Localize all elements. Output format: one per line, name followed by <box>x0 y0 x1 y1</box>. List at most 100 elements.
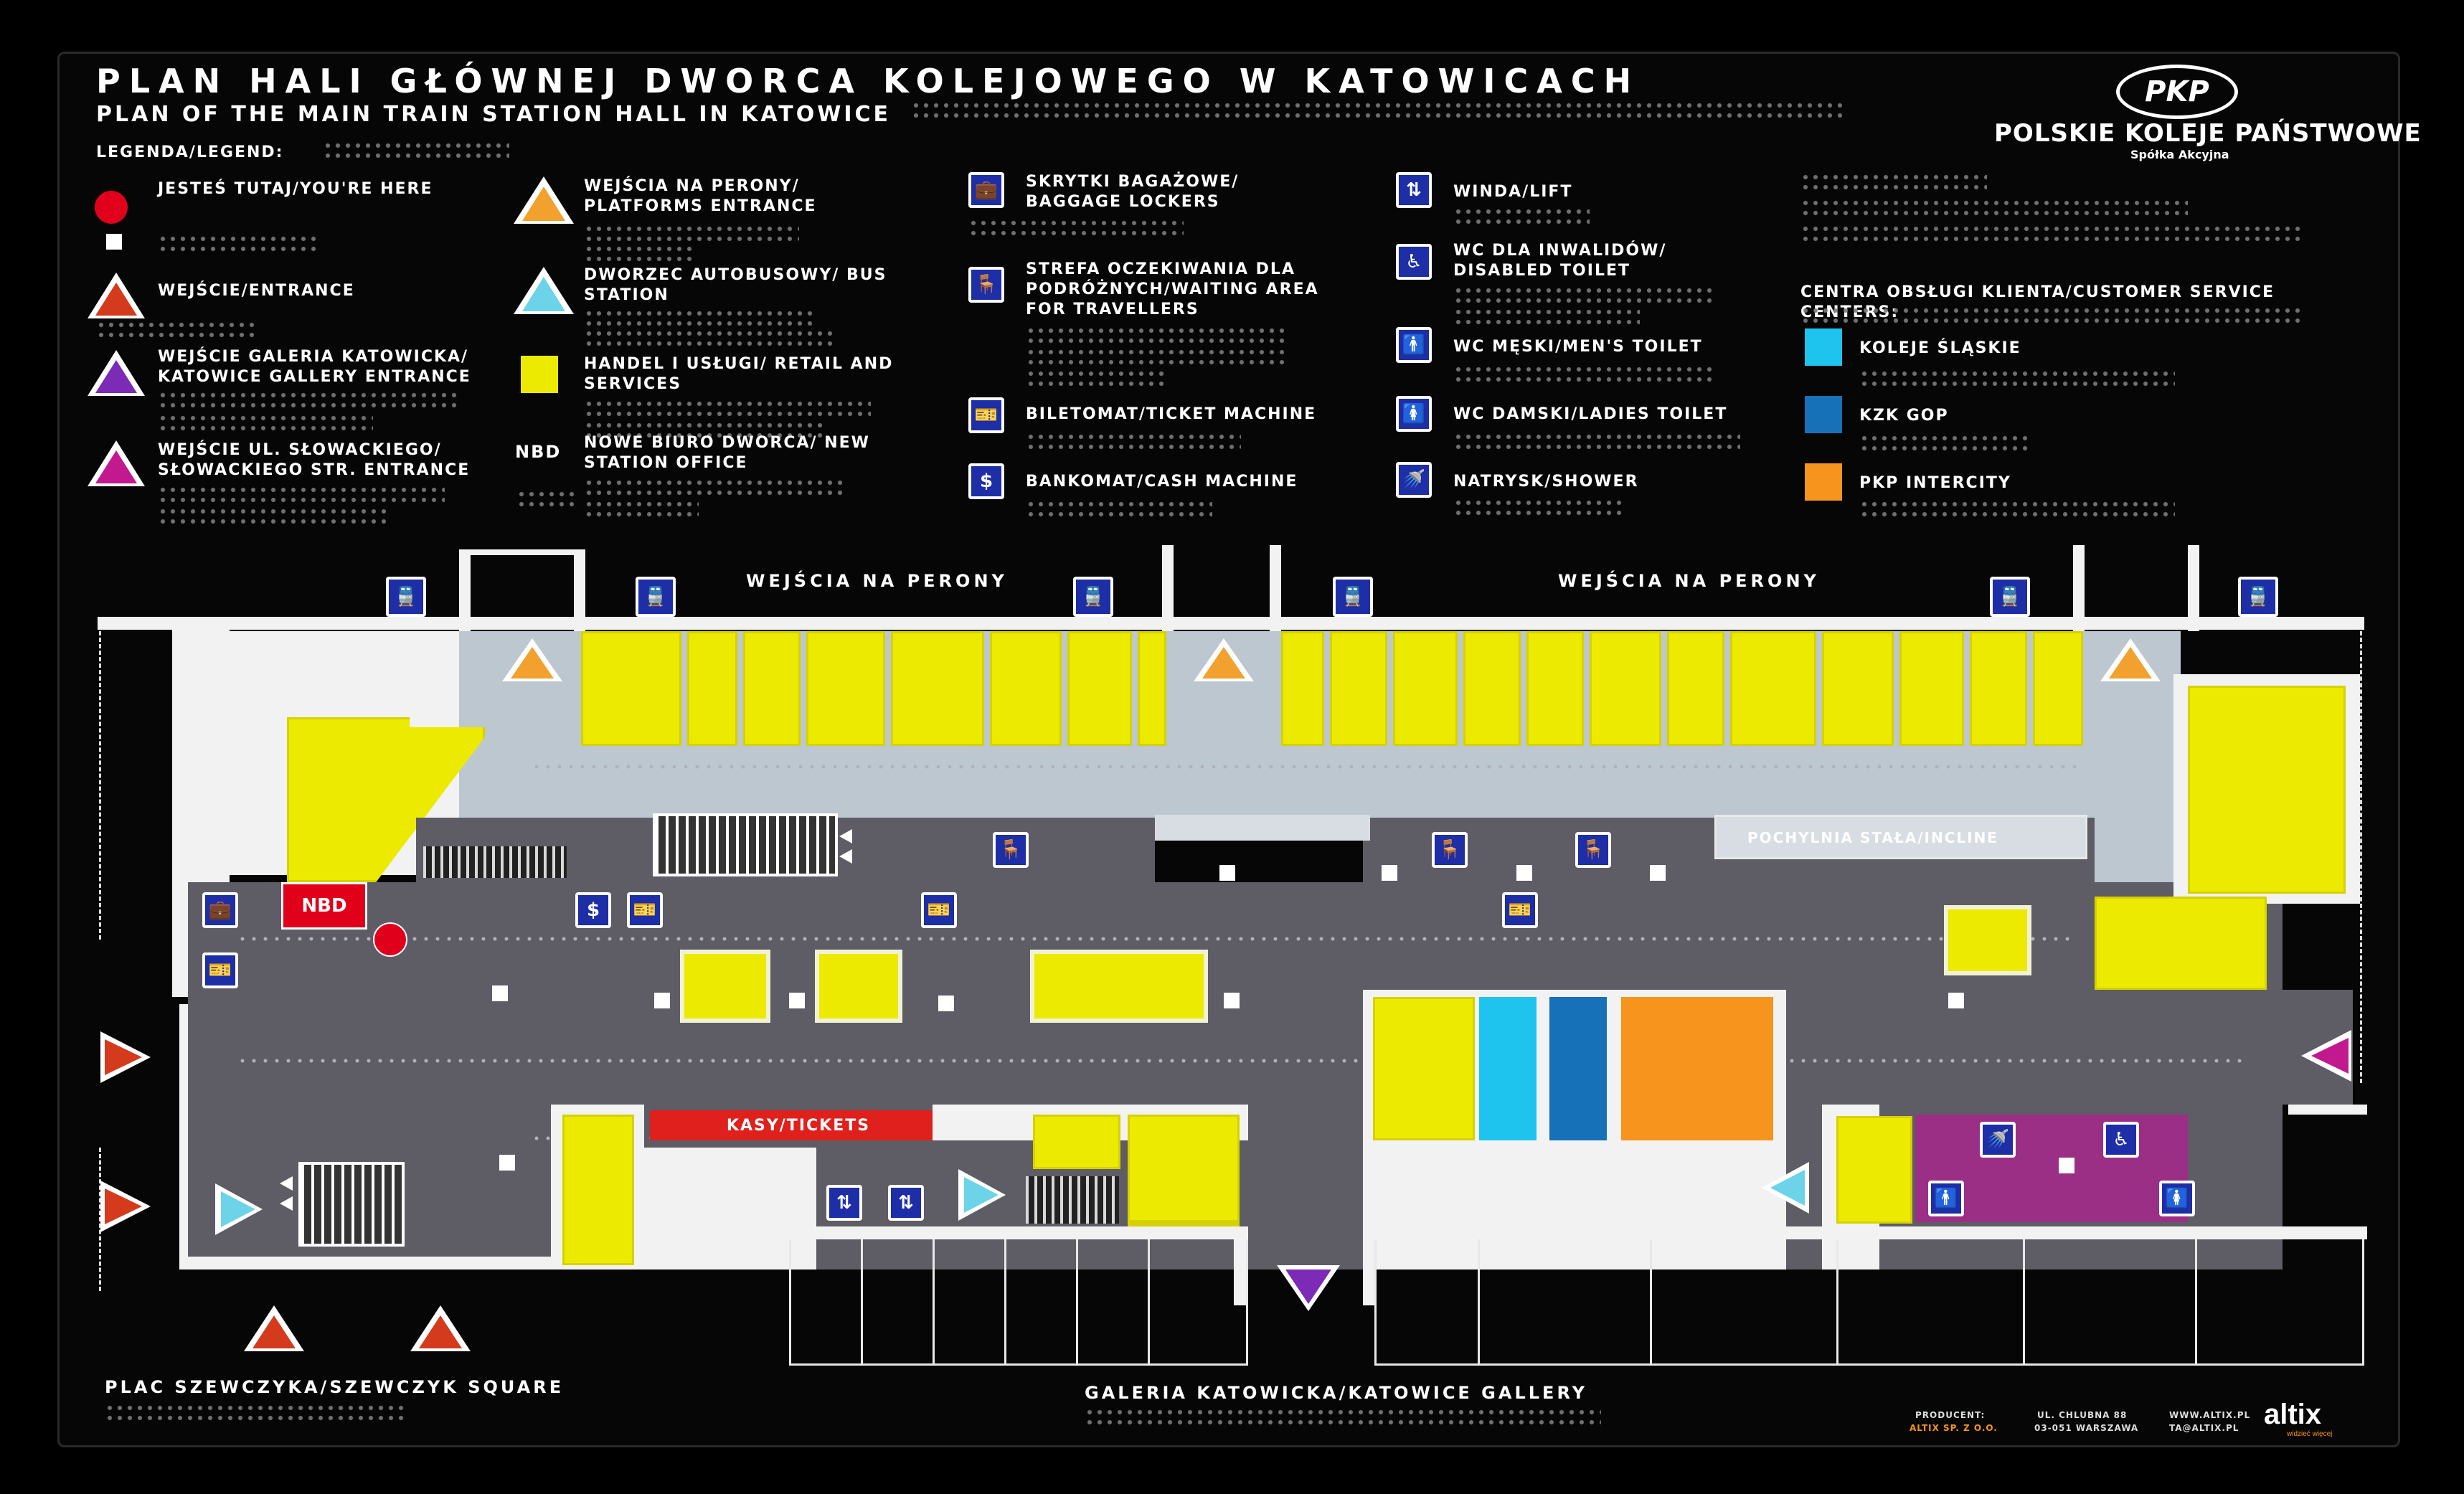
south-wall <box>1363 1226 1376 1305</box>
retail-stall <box>1730 631 1816 746</box>
retail-stall <box>1667 631 1724 746</box>
retail-stall <box>743 631 801 746</box>
entrance-icon <box>95 283 137 316</box>
stairs-west-ramp <box>423 846 567 878</box>
cash-machine-icon: $ <box>968 463 1004 499</box>
slowackiego-entrance-marker <box>2311 1038 2349 1074</box>
retail-stall <box>1970 631 2027 746</box>
train-icon: 🚆 <box>2238 577 2278 617</box>
gallery-divider <box>1478 1239 1480 1366</box>
shower-icon: 🚿 <box>1980 1122 2016 1158</box>
retail-swatch <box>521 356 558 393</box>
braille-label <box>584 399 871 417</box>
braille-label <box>158 506 387 525</box>
braille-label <box>1859 433 2031 452</box>
waiting-area-icon: 🪑 <box>1432 832 1468 868</box>
stairs-southwest <box>298 1162 405 1247</box>
braille-label <box>584 328 835 347</box>
braille-label <box>1026 347 1284 366</box>
platform-entrance-marker <box>2109 647 2152 679</box>
disabled-toilet-icon: ♿ <box>2103 1122 2139 1158</box>
stairs-north <box>653 813 838 876</box>
waiting-area-icon: 🪑 <box>968 267 1004 303</box>
gallery-divider <box>1148 1239 1150 1366</box>
south-wall <box>179 1257 560 1270</box>
gallery-divider <box>1076 1239 1078 1366</box>
stairs-south <box>1026 1176 1119 1224</box>
outer-boundary-line <box>2360 631 2362 1083</box>
incline-ramp <box>1155 815 1370 841</box>
bus-station-icon <box>522 277 565 311</box>
platform-wall <box>459 549 585 555</box>
braille-label <box>584 499 699 518</box>
direction-arrow-icon <box>280 1176 293 1191</box>
retail-stall <box>1899 631 1964 746</box>
page-subtitle: PLAN OF THE MAIN TRAIN STATION HALL IN K… <box>96 102 891 127</box>
legend-bus-station: DWORZEC AUTOBUSOWY/ BUS STATION <box>584 266 887 304</box>
platform-wall <box>459 551 471 631</box>
entrance-marker <box>105 1188 142 1224</box>
braille-label <box>158 413 373 432</box>
ticket-machine-icon: 🎫 <box>202 952 238 988</box>
braille-label <box>1859 499 2175 518</box>
footer-producer-name: ALTIX SP. Z O.O. <box>1910 1423 1998 1433</box>
platform-wall <box>1162 545 1174 631</box>
nbd-legend-code: NBD <box>515 442 562 462</box>
braille-label <box>1453 364 1712 383</box>
tactile-marker <box>1650 865 1666 881</box>
gallery-label: GALERIA KATOWICKA/KATOWICE GALLERY <box>1085 1383 1587 1403</box>
braille-label <box>158 390 459 409</box>
south-wall <box>789 1226 1248 1239</box>
retail-stall <box>1281 631 1324 746</box>
legend-gallery-entrance: WEJŚCIE GALERIA KATOWICKA/ KATOWICE GALL… <box>158 348 471 386</box>
you-are-here-icon <box>95 191 128 224</box>
train-icon: 🚆 <box>1990 577 2030 617</box>
footer-web: WWW.ALTIX.PL <box>2169 1410 2251 1420</box>
platform-wall <box>574 551 585 631</box>
page-title: PLAN HALI GŁÓWNEJ DWORCA KOLEJOWEGO W KA… <box>96 62 1641 100</box>
kzk-gop-swatch <box>1805 396 1842 433</box>
kzk-gop-center <box>1549 997 1607 1140</box>
baggage-locker-icon: 💼 <box>968 172 1004 208</box>
legend-mens-toilet: WC MĘSKI/MEN'S TOILET <box>1453 338 1703 356</box>
ladies-toilet-icon: 🚺 <box>1396 396 1432 432</box>
retail-unit-east <box>2188 686 2346 894</box>
platforms-label-east: WEJŚCIA NA PERONY <box>1558 571 1820 591</box>
ticket-machine-icon: 🎫 <box>968 397 1004 433</box>
lift-icon: ⇅ <box>888 1185 924 1221</box>
ladies-toilet-icon: 🚺 <box>2159 1181 2195 1216</box>
gallery-entrance-icon <box>95 360 137 393</box>
braille-label <box>1800 198 2188 217</box>
slowackiego-entrance-icon <box>95 450 137 483</box>
direction-arrow-icon <box>839 829 852 843</box>
south-passage <box>644 1148 816 1270</box>
retail-unit-east-lower <box>2095 897 2267 990</box>
tactile-path <box>237 1059 2245 1063</box>
train-icon: 🚆 <box>1073 577 1113 617</box>
retail-unit-southeast <box>1836 1116 1912 1224</box>
footer-street: UL. CHLUBNA 88 <box>2037 1410 2128 1420</box>
braille-label <box>1453 285 1712 304</box>
legend-koleje-slaskie: KOLEJE ŚLĄSKIE <box>1859 339 2021 357</box>
lift-icon: ⇅ <box>1396 172 1432 208</box>
bus-direction-marker <box>221 1191 255 1227</box>
braille-label <box>1800 224 2303 242</box>
legend-ladies-toilet: WC DAMSKI/LADIES TOILET <box>1453 405 1728 423</box>
east-wall <box>2288 617 2364 627</box>
braille-label <box>1085 1407 1601 1426</box>
retail-stall <box>1526 631 1584 746</box>
bus-direction-marker <box>964 1177 999 1213</box>
tactile-marker <box>1516 865 1532 881</box>
brand-name: POLSKIE KOLEJE PAŃSTWOWE <box>1994 119 2422 148</box>
braille-label <box>584 244 691 263</box>
legend-entrance: WEJŚCIE/ENTRANCE <box>158 282 355 300</box>
retail-unit <box>1033 1115 1120 1169</box>
braille-title <box>911 100 1844 119</box>
braille-label <box>968 218 1184 237</box>
south-wall <box>2288 1105 2367 1115</box>
platform-entrance-icon <box>522 186 565 221</box>
mens-toilet-icon: 🚹 <box>1396 327 1432 363</box>
south-wall <box>1363 1226 2367 1239</box>
north-wall <box>98 617 2364 630</box>
direction-arrow-icon <box>839 849 852 864</box>
